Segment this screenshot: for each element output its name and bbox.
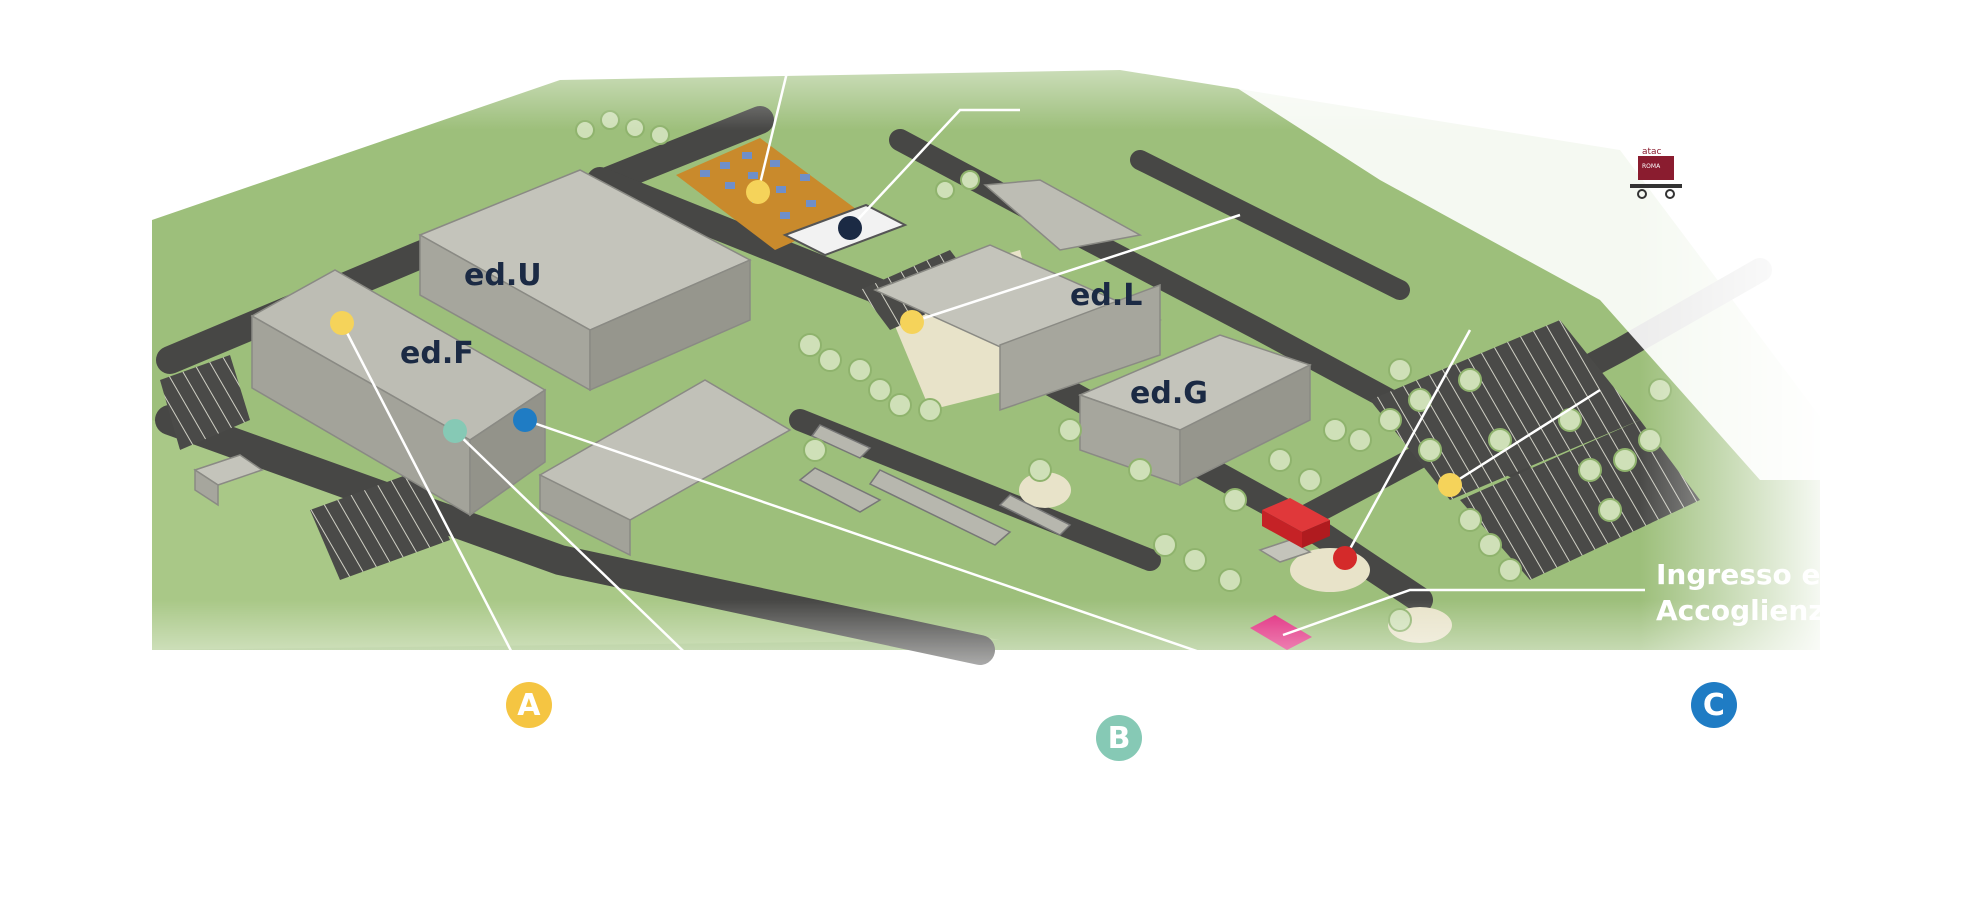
svg-text:atac: atac (1642, 147, 1662, 157)
marker-ed-f-yellow[interactable] (330, 311, 354, 335)
map-markers (330, 180, 1462, 570)
tour-c[interactable]: Tour Laboratori C (1390, 682, 1737, 728)
marker-solar-yellow[interactable] (746, 180, 770, 204)
building-ed-l-wall (999, 283, 1161, 412)
marker-ed-l-yellow[interactable] (900, 310, 924, 334)
label-ed-g: ed.G (1130, 376, 1208, 411)
tour-a-label: Tour Laboratori (205, 685, 500, 725)
atac-logo: atac ROMA (1630, 144, 1682, 202)
label-ed-l: ed.L (1070, 278, 1143, 313)
label-ed-f: ed.F (400, 336, 474, 371)
tour-c-badge[interactable]: C (1690, 682, 1737, 728)
marker-ed-f-blue[interactable] (513, 408, 537, 432)
buildings (193, 169, 1312, 563)
tour-a[interactable]: Tour Laboratori A (205, 682, 552, 728)
svg-text:ROMA: ROMA (1642, 163, 1661, 170)
bus (1262, 498, 1330, 548)
entrance-label: Ingresso e Accoglienza (1656, 557, 1843, 629)
label-ed-u: ed.U (464, 258, 542, 293)
atac-bus-icon: atac ROMA (1630, 147, 1682, 199)
tour-c-label: Tour Laboratori (1390, 685, 1685, 725)
marker-pavilion-navy[interactable] (838, 216, 862, 240)
marker-parking-yellow[interactable] (1438, 473, 1462, 497)
parking-canopies (798, 424, 1072, 546)
marker-bus-red[interactable] (1333, 546, 1357, 570)
tour-a-badge[interactable]: A (505, 682, 552, 728)
marker-ed-f-teal[interactable] (443, 419, 467, 443)
entrance-label-line2: Accoglienza (1656, 594, 1844, 627)
tour-b[interactable]: B (1090, 715, 1142, 761)
entrance-label-line1: Ingresso e (1656, 558, 1821, 591)
tour-b-badge[interactable]: B (1096, 715, 1142, 761)
